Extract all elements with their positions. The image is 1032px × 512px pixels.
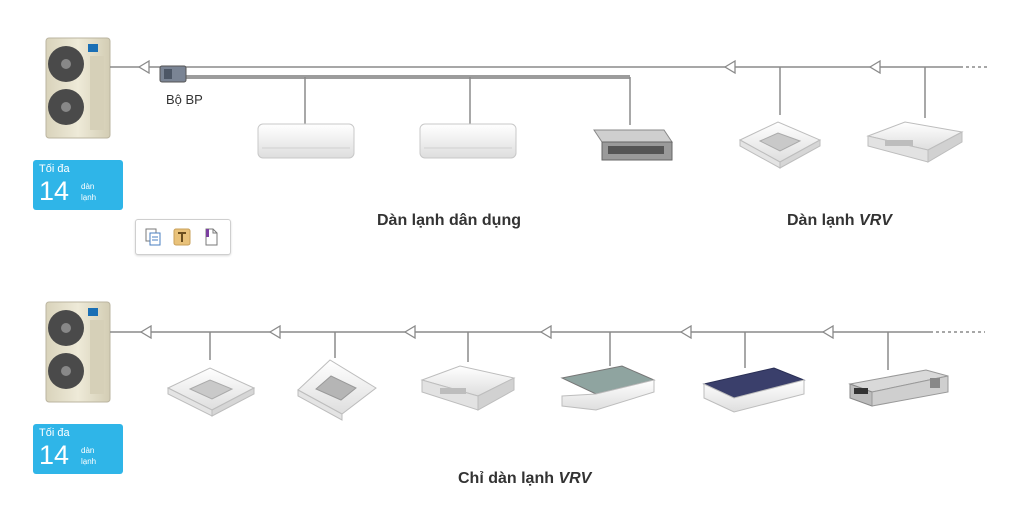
badge-unit-line1: dàn — [81, 446, 95, 455]
caption-vrv-only: Chỉ dàn lạnh VRV — [458, 470, 591, 488]
badge-unit-line2: lạnh — [81, 457, 97, 466]
caption-vrv-prefix: Dàn lạnh — [787, 212, 860, 229]
refrigerant-line-top — [110, 66, 990, 125]
wall-mounted-unit-1 — [257, 123, 355, 159]
wall-mounted-unit-2 — [419, 123, 517, 159]
caption-vrv-only-emph: VRV — [558, 470, 592, 487]
refrigerant-line-bottom — [110, 331, 985, 370]
ceiling-suspended-unit — [702, 367, 806, 413]
cassette-unit-top-1 — [738, 121, 822, 169]
flow-arrows-top — [137, 59, 881, 75]
max-units-badge-bottom: Tối đa 14 dàn lạnh — [33, 424, 123, 474]
outdoor-unit-top — [45, 37, 111, 139]
max-units-badge-top: Tối đa 14 dàn lạnh — [33, 160, 123, 210]
outdoor-unit-bottom — [45, 301, 111, 403]
copy-icon[interactable] — [144, 227, 162, 247]
badge-unit-line2: lạnh — [81, 193, 97, 202]
cassette-unit-bottom-3 — [420, 365, 516, 411]
caption-residential: Dàn lạnh dân dụng — [377, 212, 521, 230]
bp-unit — [159, 65, 187, 83]
cassette-unit-top-2 — [866, 121, 964, 163]
caption-vrv-emph: VRV — [859, 212, 892, 229]
ducted-unit-bottom — [848, 369, 949, 407]
cassette-unit-bottom-2 — [297, 359, 377, 421]
badge-unit-line1: dàn — [81, 182, 95, 191]
badge-top-label: Tối đa — [39, 427, 70, 439]
text-format-icon[interactable] — [173, 227, 191, 247]
caption-vrv-only-prefix: Chỉ dàn lạnh — [458, 470, 559, 487]
bp-unit-label: Bộ BP — [166, 92, 203, 107]
caption-vrv-top: Dàn lạnh VRV — [787, 212, 892, 230]
two-way-cassette-unit — [560, 365, 656, 411]
cassette-unit-bottom-1 — [166, 367, 256, 417]
badge-number: 14 — [39, 176, 70, 206]
flow-arrows-bottom — [139, 324, 834, 340]
caption-residential-text: Dàn lạnh dân dụng — [377, 212, 521, 229]
badge-top-label: Tối đa — [39, 163, 70, 175]
floating-toolbar — [135, 219, 231, 255]
badge-number: 14 — [39, 440, 70, 470]
ducted-unit-top — [593, 129, 673, 161]
page-icon[interactable] — [202, 227, 220, 247]
